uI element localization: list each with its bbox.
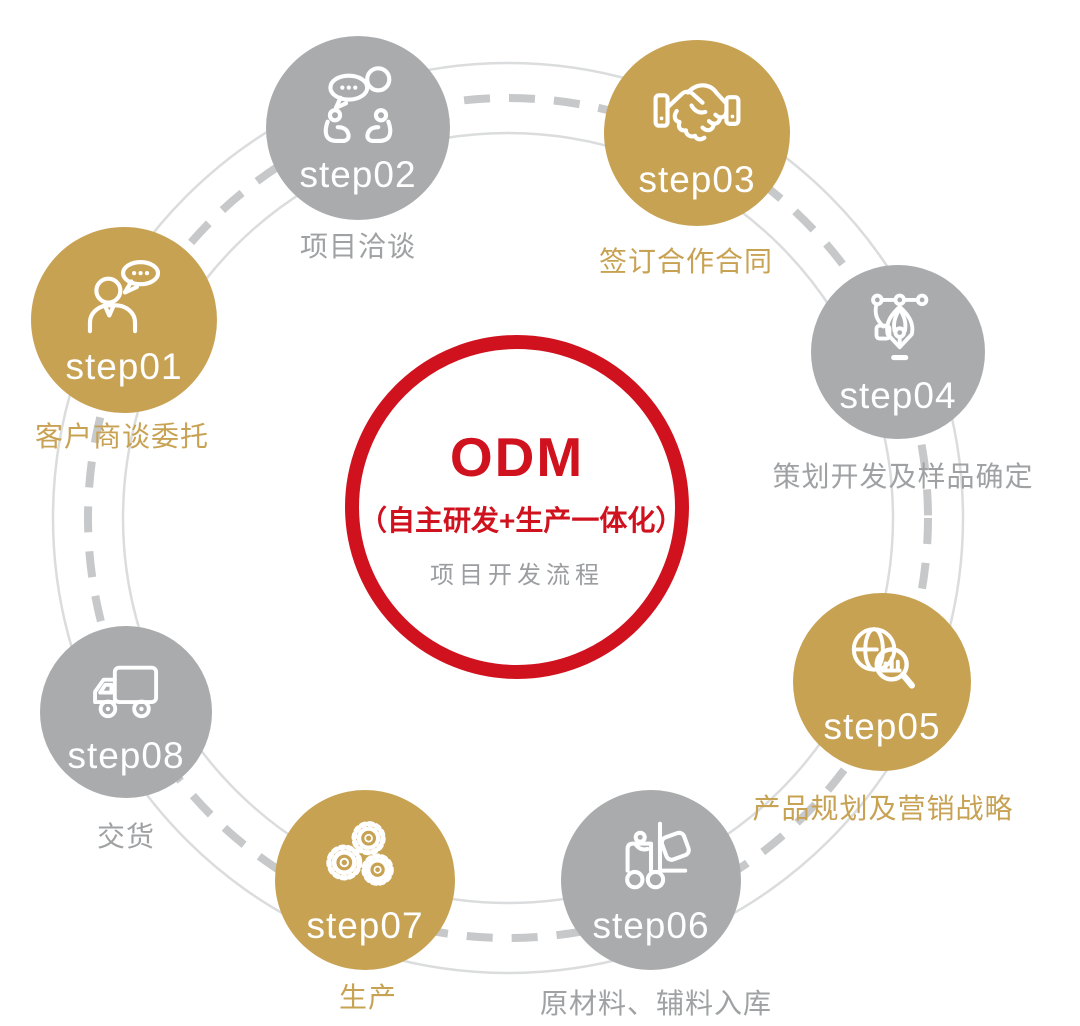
step-caption: 交货 (96, 821, 156, 852)
step-number: step02 (299, 154, 417, 195)
center-circle: ODM （自主研发+生产一体化） 项目开发流程 (345, 335, 689, 679)
gears-icon (326, 821, 394, 886)
step-caption: 签订合作合同 (598, 246, 774, 277)
step-node-07: step07 (275, 790, 455, 970)
step-caption: 产品规划及营销战略 (752, 793, 1014, 824)
step-caption: 原材料、辅料入库 (539, 988, 773, 1019)
step-caption: 策划开发及样品确定 (772, 461, 1034, 492)
step-caption: 生产 (338, 982, 398, 1013)
step-node-05: step05 (793, 593, 971, 771)
odm-title: ODM (449, 425, 585, 488)
step-caption: 客户商谈委托 (34, 421, 210, 452)
step-number: step05 (823, 706, 941, 747)
step-node-01: step01 (31, 227, 217, 413)
step-node-04: step04 (811, 265, 985, 439)
step-node-02: step02 (266, 36, 450, 220)
step-number: step01 (65, 346, 183, 387)
handshake-icon (653, 83, 741, 142)
step-caption: 项目洽谈 (299, 231, 417, 262)
center-caption: 项目开发流程 (430, 561, 604, 589)
truck-icon (93, 665, 159, 719)
step-number: step04 (839, 375, 957, 416)
pen-tool-icon (871, 293, 929, 361)
step-number: step07 (306, 905, 424, 946)
people-conversation-icon (323, 66, 393, 144)
step-number: step03 (638, 159, 756, 200)
odm-subtitle: （自主研发+生产一体化） (359, 504, 684, 536)
globe-search-icon (851, 627, 915, 689)
forklift-icon (625, 821, 691, 890)
step-node-06: step06 (561, 790, 741, 970)
step-number: step08 (67, 735, 185, 776)
step-node-03: step03 (604, 40, 790, 226)
step-number: step06 (592, 905, 710, 946)
person-chat-icon (87, 260, 161, 334)
step-node-08: step08 (40, 626, 212, 798)
